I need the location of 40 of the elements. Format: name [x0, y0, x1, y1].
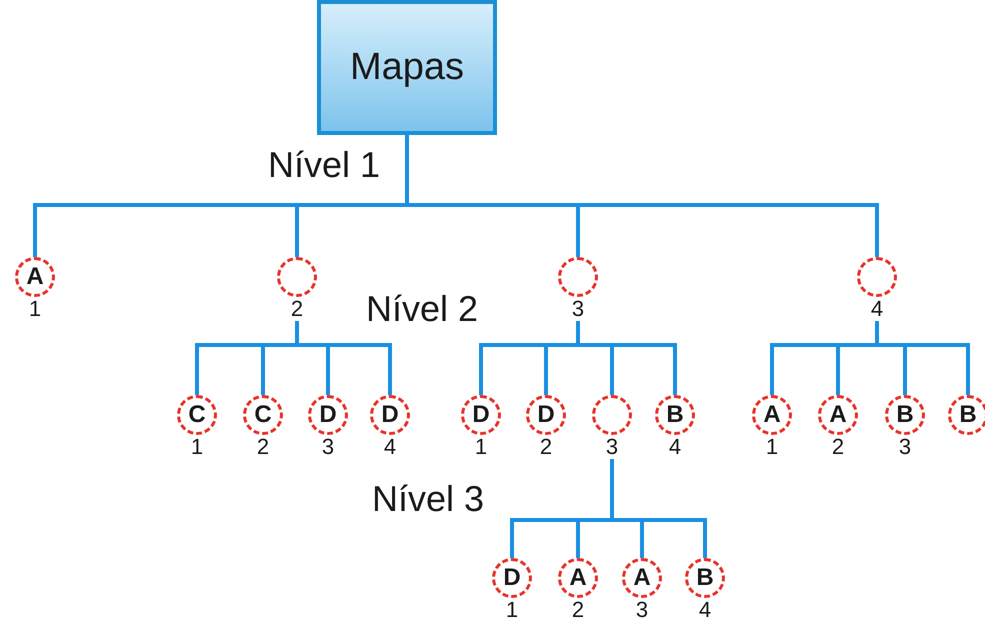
level-label: Nível 2 [366, 287, 478, 331]
node-letter: D [319, 403, 337, 427]
node-letter: D [537, 403, 555, 427]
root-title: Mapas [350, 45, 464, 90]
node-letter: A [763, 403, 781, 427]
node-number: 2 [290, 297, 304, 321]
node-number: 2 [572, 598, 584, 622]
node-number: 4 [870, 297, 884, 321]
level-label: Nível 1 [268, 143, 380, 187]
node-number: 3 [606, 435, 618, 459]
node-number: 1 [506, 598, 518, 622]
node-number: 4 [384, 435, 396, 459]
node-letter: D [472, 403, 490, 427]
node-letter: A [829, 403, 847, 427]
node-number: 3 [636, 598, 648, 622]
node-number: 3 [898, 435, 912, 459]
node-letter: D [381, 403, 399, 427]
node-letter: A [633, 566, 651, 590]
node-number: 1 [28, 297, 42, 321]
node-number: 2 [540, 435, 552, 459]
node-number: 1 [766, 435, 778, 459]
node-number: 1 [190, 435, 204, 459]
node-letter: B [696, 566, 714, 590]
node-number: 1 [474, 435, 488, 459]
node-number: 2 [832, 435, 844, 459]
level-label: Nível 3 [372, 477, 484, 521]
node-letter: B [896, 403, 914, 427]
node-number: 4 [698, 598, 712, 622]
node-letter: B [666, 403, 684, 427]
root-box [317, 0, 497, 135]
node-letter: A [26, 265, 44, 289]
node-letter: C [254, 403, 272, 427]
node-number: 3 [572, 297, 584, 321]
node-number: 3 [322, 435, 334, 459]
node-letter: C [188, 403, 206, 427]
node-number: 4 [668, 435, 682, 459]
node-letter: A [569, 566, 587, 590]
node-number: 2 [256, 435, 270, 459]
node-letter: D [503, 566, 521, 590]
node-letter: B [959, 403, 977, 427]
